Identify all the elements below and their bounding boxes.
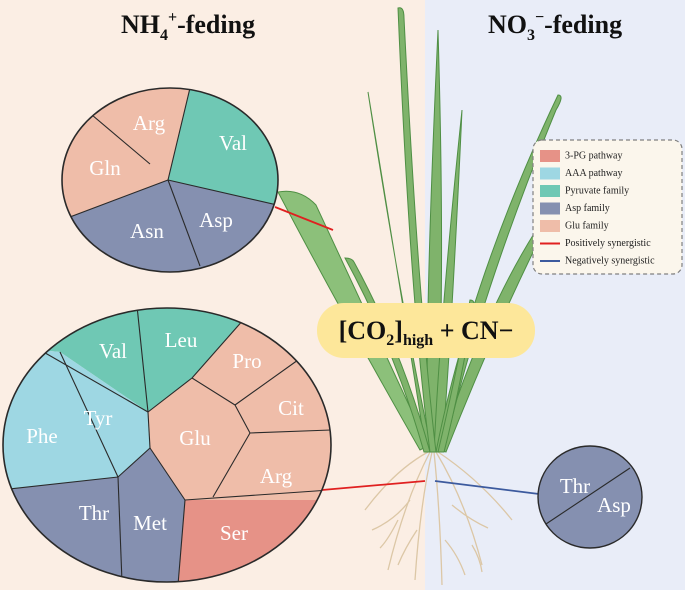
segment-label: Leu [165,328,198,352]
no3-feeding-header: NO3−-feding [488,9,622,44]
legend-label: Pyruvate family [565,185,629,196]
asp-family-region [538,446,642,548]
segment-label: Glu [179,426,211,450]
segment-label: Arg [260,464,293,488]
segment-label: Cit [278,396,304,420]
svg-text:[CO2]high + CN−: [CO2]high + CN− [339,316,514,349]
glu-family-region [148,310,331,500]
legend-label: 3-PG pathway [565,150,623,161]
legend-label: Positively synergistic [565,238,651,249]
segment-label: Met [133,511,167,535]
legend-item: Positively synergistic [540,238,651,249]
segment-label: Thr [79,501,109,525]
segment-label: Asn [130,219,164,243]
legend-label: Asp family [565,203,610,214]
nh4-feeding-header: NH4+-feding [121,9,255,44]
legend-item: 3-PG pathway [540,150,623,162]
aaa-pathway-region [3,350,150,490]
segment-label: Val [99,339,127,363]
legend-item: Glu family [540,220,609,232]
positive-synergy-line-bottom [321,480,426,491]
segment-label: Asp [597,493,631,517]
legend-label: Negatively synergistic [565,255,655,266]
legend-label: Glu family [565,220,609,231]
legend-item: Asp family [540,202,610,215]
legend-item: Pyruvate family [540,185,629,197]
legend-label: AAA pathway [565,168,623,179]
segment-label: Arg [133,111,166,135]
segment-label: Val [219,131,247,155]
legend-swatch [540,167,560,180]
legend-swatch [540,150,560,162]
segment-label: Tyr [84,406,113,430]
legend-swatch [540,202,560,215]
legend-item: AAA pathway [540,167,623,180]
segment-label: Thr [560,474,590,498]
legend-swatch [540,220,560,232]
co2-cn-condition-label: [CO2]high + CN− [317,303,535,358]
segment-label: Phe [26,424,58,448]
no3-amino-acid-pie: Thr Asp [537,445,643,549]
legend-item: Negatively synergistic [540,255,655,266]
asp-family-region [62,180,278,272]
segment-label: Ser [220,521,248,545]
segment-label: Pro [232,349,261,373]
negative-synergy-line [434,480,540,495]
positive-synergy-line-top [274,206,334,231]
legend-swatch [540,185,560,197]
segment-label: Asp [199,208,233,232]
plant-roots [364,451,513,586]
segment-label: Gln [89,156,121,180]
